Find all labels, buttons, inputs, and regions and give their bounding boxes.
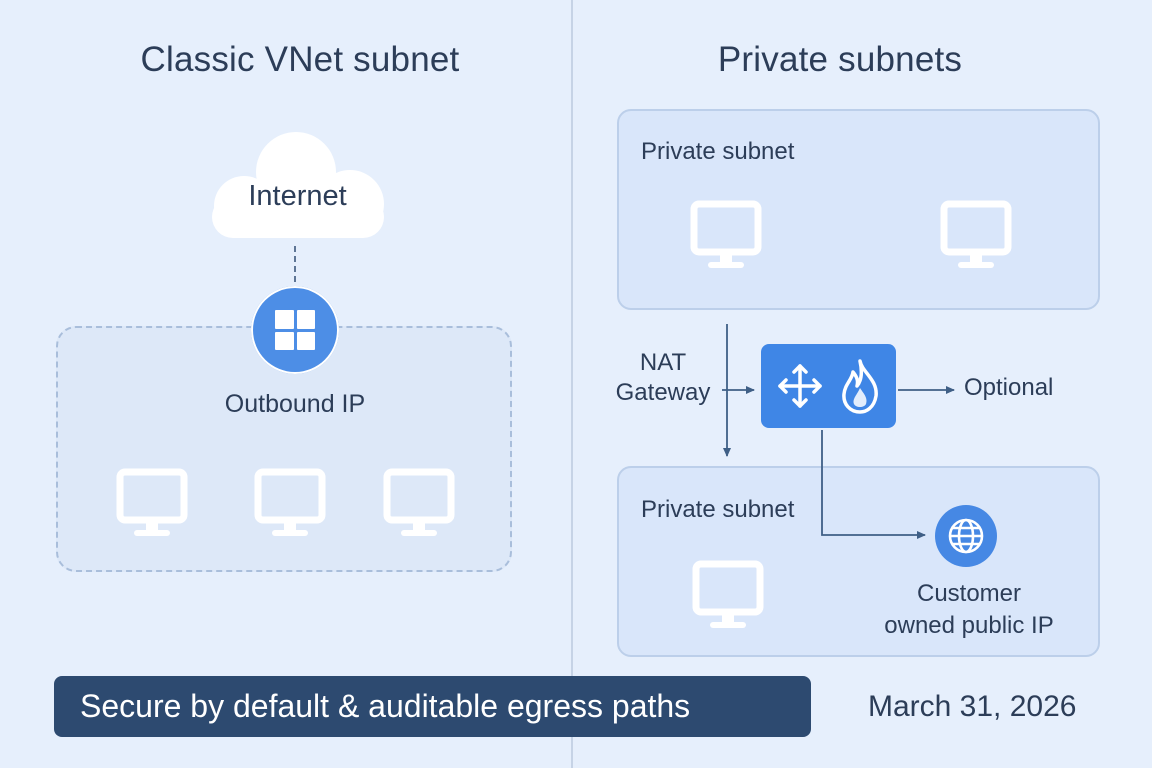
private-subnet-top-label: Private subnet — [641, 138, 795, 165]
summary-banner: Secure by default & auditable egress pat… — [54, 676, 811, 737]
date-label: March 31, 2026 — [868, 690, 1077, 723]
optional-label: Optional — [964, 374, 1054, 401]
private-subnet-bottom-label: Private subnet — [641, 496, 795, 523]
vm-monitor-icon — [940, 200, 1012, 272]
cloud-icon — [200, 128, 395, 240]
vm-monitor-icon — [383, 468, 455, 540]
vm-monitor-icon — [116, 468, 188, 540]
internet-link — [294, 246, 296, 282]
nat-gateway-label: NAT Gateway — [596, 348, 730, 408]
nat-label-line2: Gateway — [615, 379, 711, 406]
flame-icon — [842, 359, 879, 414]
customer-label-line1: Customer — [916, 580, 1022, 607]
vm-monitor-icon — [692, 560, 764, 632]
customer-public-ip-label: Customer owned public IP — [862, 578, 1076, 642]
internet-label: Internet — [248, 180, 347, 212]
customer-label-line2: owned public IP — [884, 612, 1054, 639]
private-subnets-title: Private subnets — [717, 40, 963, 79]
nat-label-line1: NAT — [639, 349, 687, 376]
nat-gateway-card[interactable] — [761, 344, 896, 428]
move-arrows-icon — [777, 364, 822, 408]
globe-icon — [935, 505, 997, 567]
classic-vnet-title: Classic VNet subnet — [140, 40, 460, 79]
outbound-ip-label: Outbound IP — [224, 390, 366, 418]
vm-monitor-icon — [254, 468, 326, 540]
windows-icon — [251, 286, 339, 374]
vm-monitor-icon — [690, 200, 762, 272]
column-divider — [571, 0, 573, 768]
